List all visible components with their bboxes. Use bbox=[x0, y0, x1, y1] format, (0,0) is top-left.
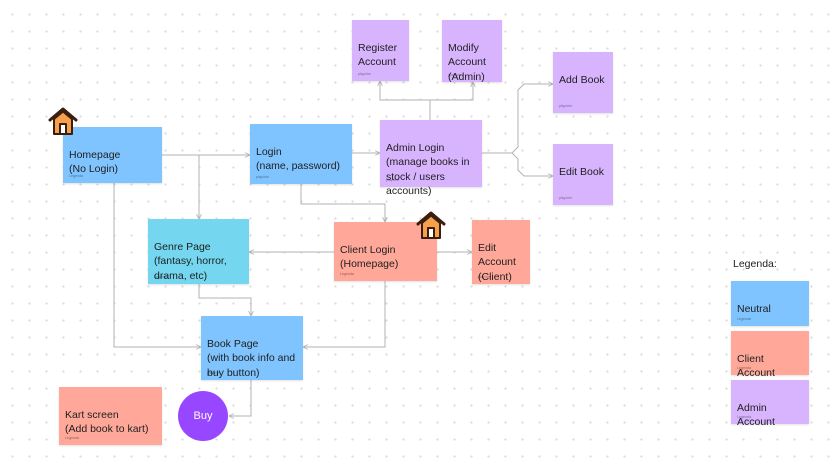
node-add-book-label: Add Book bbox=[559, 73, 605, 86]
node-author: Legenda bbox=[154, 275, 168, 279]
connector-admin-editbook bbox=[511, 152, 553, 176]
node-add-book[interactable]: Add Book play.kim bbox=[553, 52, 613, 113]
node-edit-book[interactable]: Edit Book play.kim bbox=[553, 144, 613, 205]
house-icon bbox=[416, 211, 446, 239]
node-author: play.kim bbox=[478, 275, 491, 279]
node-edit-book-label: Edit Book bbox=[559, 165, 604, 178]
connector-login-client bbox=[300, 184, 385, 222]
node-author: play.kim bbox=[559, 196, 572, 200]
node-kart-screen-label: Kart screen (Add book to kart) bbox=[65, 408, 149, 436]
node-author: play.kim bbox=[559, 104, 572, 108]
node-kart-screen[interactable]: Kart screen (Add book to kart) Legenda bbox=[59, 387, 162, 445]
node-register-account[interactable]: Register Account play.kim bbox=[352, 20, 409, 81]
legend-item-admin-account[interactable]: Admin Account Legenda bbox=[731, 380, 809, 428]
node-author: Legenda bbox=[65, 436, 79, 440]
node-homepage-label: Homepage (No Login) bbox=[69, 148, 121, 176]
legend-title: Legenda: bbox=[733, 258, 777, 270]
legend-item-client-account[interactable]: Client Account Legenda bbox=[731, 331, 809, 379]
connector-admin-modify bbox=[430, 82, 473, 101]
node-author: play.kim bbox=[448, 73, 461, 77]
legend-item-label: Admin Account bbox=[737, 401, 775, 429]
node-homepage[interactable]: Homepage (No Login) Legenda bbox=[63, 127, 162, 183]
node-login-label: Login (name, password) bbox=[256, 145, 341, 173]
house-icon bbox=[48, 107, 78, 135]
node-author: play.kim bbox=[256, 175, 269, 179]
node-register-account-label: Register Account bbox=[358, 41, 398, 69]
node-admin-login[interactable]: Admin Login (manage books in stock / use… bbox=[380, 120, 482, 197]
node-genre-page-label: Genre Page (fantasy, horror, drama, etc) bbox=[154, 240, 227, 282]
legend-item-label: Neutral bbox=[737, 302, 771, 315]
node-author: Legenda bbox=[737, 317, 751, 321]
legend-item-label: Client Account bbox=[737, 352, 775, 380]
node-author: Legenda bbox=[69, 174, 83, 178]
buy-button[interactable]: Buy bbox=[178, 391, 228, 441]
node-author: Legenda bbox=[737, 366, 751, 370]
node-author: play.kim bbox=[358, 72, 371, 76]
node-modify-account[interactable]: Modify Account (Admin) play.kim bbox=[442, 20, 502, 83]
connector-homepage-bookpage bbox=[113, 183, 201, 347]
connector-admin-register bbox=[380, 81, 431, 120]
connector-bookpage-buy bbox=[229, 380, 252, 416]
node-edit-account-label: Edit Account (Client) bbox=[478, 241, 516, 283]
connector-client-bookpage bbox=[303, 281, 386, 347]
node-client-login[interactable]: Client Login (Homepage) Legenda bbox=[334, 222, 437, 281]
buy-button-label: Buy bbox=[193, 410, 213, 422]
connector-genre-bookpage bbox=[198, 284, 251, 316]
node-login[interactable]: Login (name, password) play.kim bbox=[250, 124, 352, 184]
node-author: play.kim bbox=[207, 371, 220, 375]
node-author: play.kim bbox=[386, 178, 399, 182]
node-author: Legenda bbox=[340, 272, 354, 276]
node-author: Legenda bbox=[737, 415, 751, 419]
node-modify-account-label: Modify Account (Admin) bbox=[448, 41, 486, 83]
legend-item-neutral[interactable]: Neutral Legenda bbox=[731, 281, 809, 326]
node-book-page[interactable]: Book Page (with book info and buy button… bbox=[201, 316, 303, 380]
node-genre-page[interactable]: Genre Page (fantasy, horror, drama, etc)… bbox=[148, 219, 249, 284]
node-edit-account[interactable]: Edit Account (Client) play.kim bbox=[472, 220, 530, 284]
node-admin-login-label: Admin Login (manage books in stock / use… bbox=[386, 141, 470, 198]
node-book-page-label: Book Page (with book info and buy button… bbox=[207, 337, 296, 379]
connector-admin-addbook bbox=[482, 84, 553, 154]
node-client-login-label: Client Login (Homepage) bbox=[340, 243, 399, 271]
